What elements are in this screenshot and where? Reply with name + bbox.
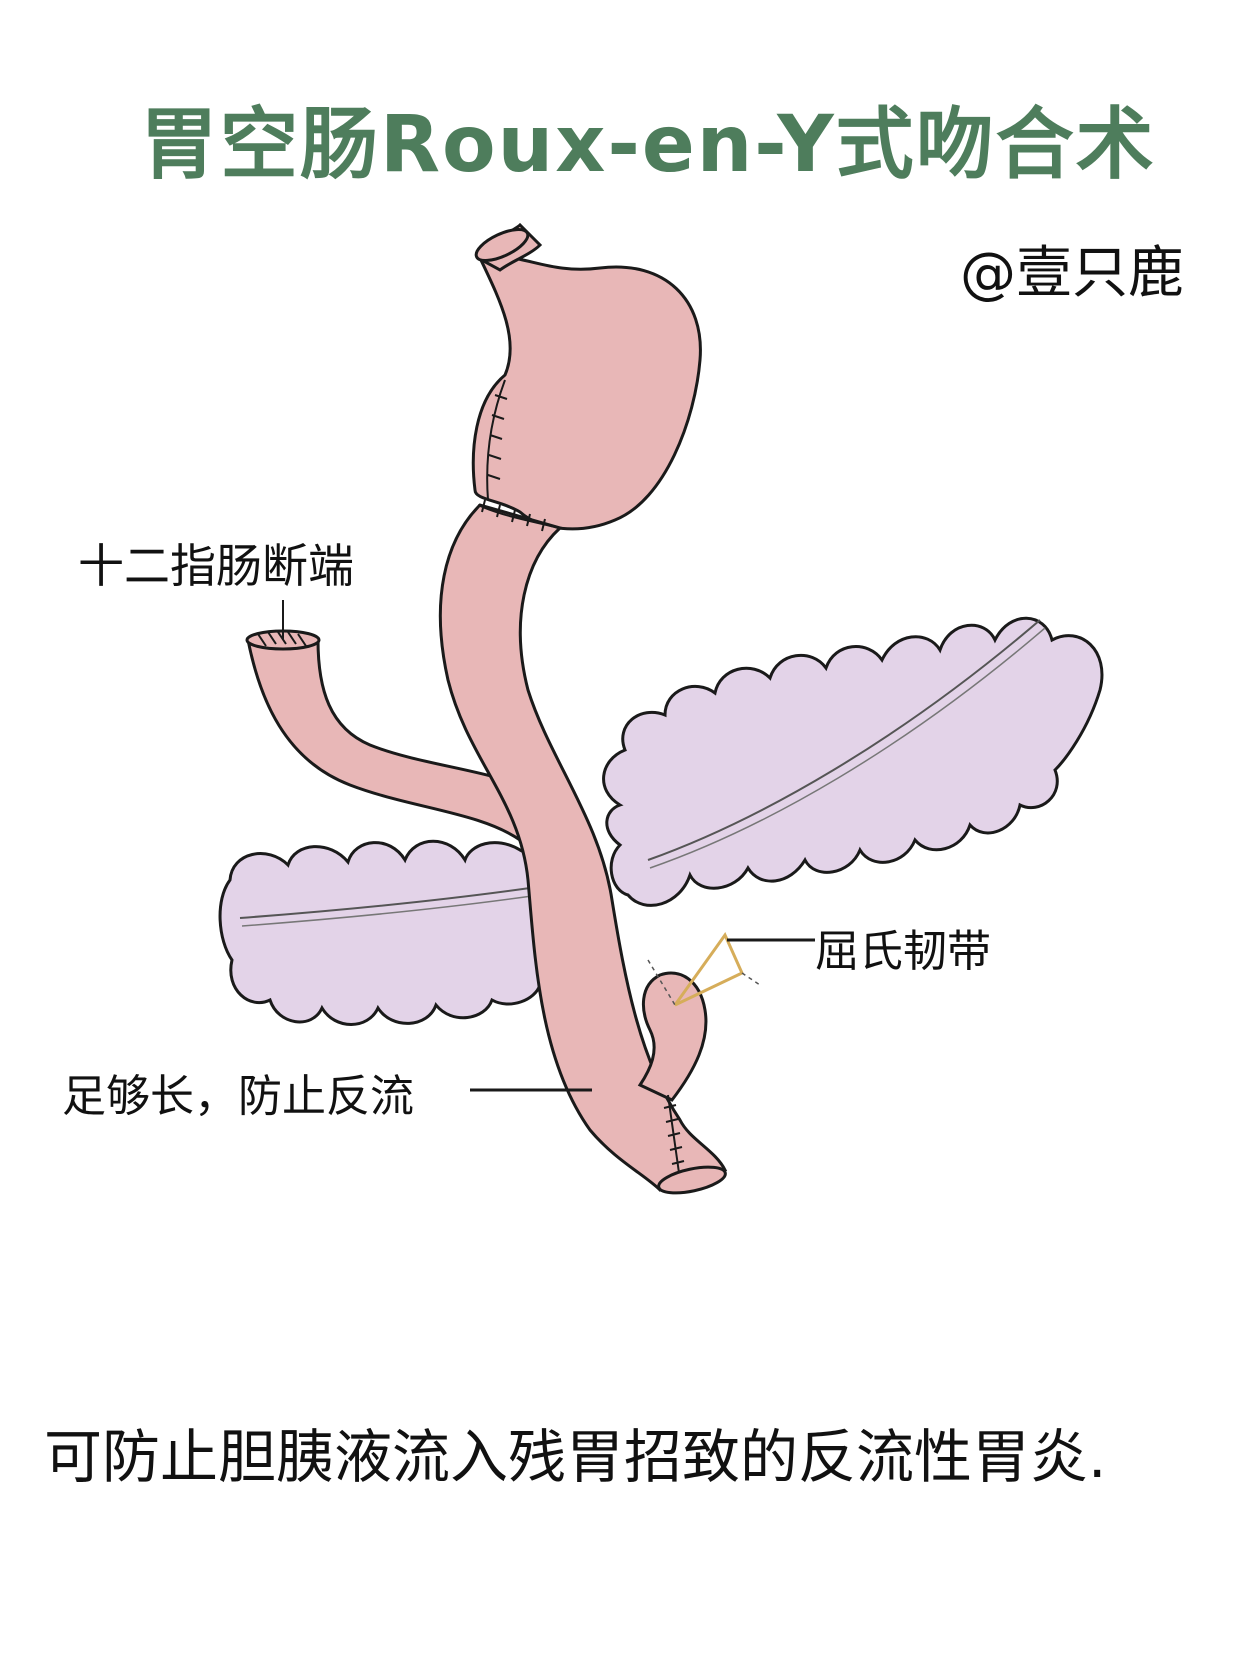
duodenal-stump-sutures [257,600,307,647]
diagram-title: 胃空肠Roux-en-Y式吻合术 [140,100,1156,190]
jejunum-distal-end [657,1165,727,1195]
jejunojejunostomy-limb [637,971,708,1102]
gastrojejunostomy-sutures [477,499,561,532]
taenia-line-right-2 [649,627,1046,869]
treitz-ligament-dash [647,959,761,1006]
label-treitz-ligament: 屈氏韧带 [815,926,991,977]
transverse-colon-right [602,616,1104,907]
esophagus-opening [474,228,530,262]
stomach-staple-line [486,379,508,501]
author-signature: @壹只鹿 [960,241,1184,306]
bottom-caption: 可防止胆胰液流入残胃招致的反流性胃炎. [44,1423,1107,1491]
transverse-colon-left [218,839,542,1026]
taenia-line-left-2 [241,895,533,927]
jejunojejunostomy-sutures [663,1094,685,1181]
taenia-line-left [239,887,531,919]
stomach-remnant [471,254,702,531]
label-duodenal-stump: 十二指肠断端 [78,539,354,593]
taenia-line-right [647,619,1041,861]
label-long-enough: 足够长，防止反流 [62,1071,414,1122]
treitz-ligament [673,931,744,1007]
